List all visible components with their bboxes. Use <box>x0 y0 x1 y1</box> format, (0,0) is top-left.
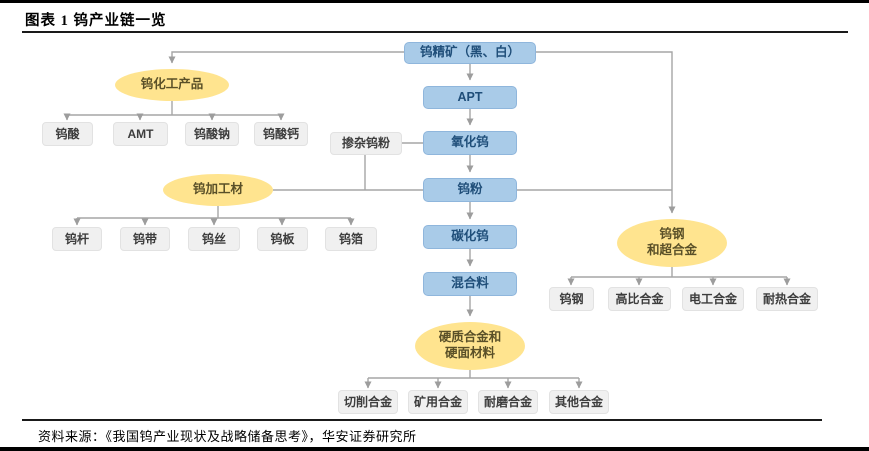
top-border <box>0 0 869 3</box>
node-tungsten-strip: 钨带 <box>120 227 170 251</box>
node-tungsten-concentrate: 钨精矿（黑、白） <box>404 42 536 64</box>
figure-title: 图表 1 钨产业链一览 <box>25 13 167 29</box>
node-tungsten-steel-superalloy: 钨钢 和超合金 <box>617 219 727 267</box>
node-apt: APT <box>423 86 517 109</box>
node-tungsten-wire: 钨丝 <box>188 227 240 251</box>
node-hard-alloy-hardfacing: 硬质合金和 硬面材料 <box>415 322 525 370</box>
node-doped-tungsten-powder: 掺杂钨粉 <box>330 132 402 155</box>
node-wear-resistant-alloy: 耐磨合金 <box>478 390 538 414</box>
source-text: 资料来源：《我国钨产业现状及战略储备思考》，华安证券研究所 <box>38 429 417 444</box>
title-underline <box>22 31 848 33</box>
node-amt: AMT <box>113 122 168 146</box>
node-calcium-tungstate: 钨酸钙 <box>254 122 308 146</box>
node-tungsten-foil: 钨箔 <box>325 227 377 251</box>
node-tungsten-chemical-products: 钨化工产品 <box>115 69 229 101</box>
node-electrical-alloy: 电工合金 <box>682 287 744 311</box>
footer-divider <box>22 419 822 421</box>
node-tungsten-oxide: 氧化钨 <box>423 131 517 155</box>
node-tungsten-carbide: 碳化钨 <box>423 225 517 249</box>
node-tungsten-processed-materials: 钨加工材 <box>163 174 273 206</box>
node-tungstic-acid: 钨酸 <box>42 122 93 146</box>
node-high-density-alloy: 高比合金 <box>608 287 671 311</box>
node-tungsten-steel: 钨钢 <box>549 287 594 311</box>
node-tungsten-plate: 钨板 <box>257 227 308 251</box>
node-mixture: 混合料 <box>423 272 517 296</box>
bottom-border <box>0 447 869 451</box>
node-mining-alloy: 矿用合金 <box>408 390 468 414</box>
node-cutting-alloy: 切削合金 <box>338 390 398 414</box>
node-tungsten-powder: 钨粉 <box>423 178 517 202</box>
node-tungsten-rod: 钨杆 <box>52 227 102 251</box>
node-other-alloy: 其他合金 <box>549 390 609 414</box>
node-sodium-tungstate: 钨酸钠 <box>185 122 239 146</box>
node-heat-resistant-alloy: 耐热合金 <box>756 287 818 311</box>
